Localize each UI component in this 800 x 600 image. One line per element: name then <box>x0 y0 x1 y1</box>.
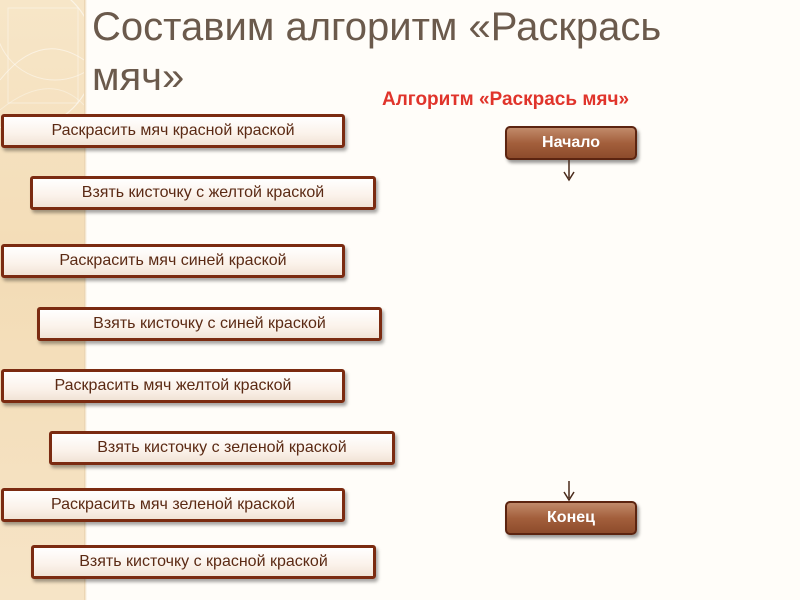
step-card[interactable]: Взять кисточку с красной краской <box>31 545 376 579</box>
side-band-edge <box>84 0 87 600</box>
step-card[interactable]: Взять кисточку с зеленой краской <box>49 431 395 465</box>
step-card[interactable]: Взять кисточку с желтой краской <box>30 176 376 210</box>
algorithm-subtitle: Алгоритм «Раскрась мяч» <box>382 89 630 110</box>
step-card[interactable]: Взять кисточку с синей краской <box>37 307 382 341</box>
step-card[interactable]: Раскрасить мяч зеленой краской <box>1 488 345 522</box>
arrow-down-icon <box>563 160 575 182</box>
arrow-down-icon <box>563 481 575 501</box>
flowchart-start-block: Начало <box>505 126 637 160</box>
slide-title: Составим алгоритм «Раскрась мяч» <box>92 5 662 99</box>
flowchart-end-block: Конец <box>505 501 637 535</box>
step-card[interactable]: Раскрасить мяч желтой краской <box>1 369 345 403</box>
step-card[interactable]: Раскрасить мяч красной краской <box>1 114 345 148</box>
step-card[interactable]: Раскрасить мяч синей краской <box>1 244 345 278</box>
